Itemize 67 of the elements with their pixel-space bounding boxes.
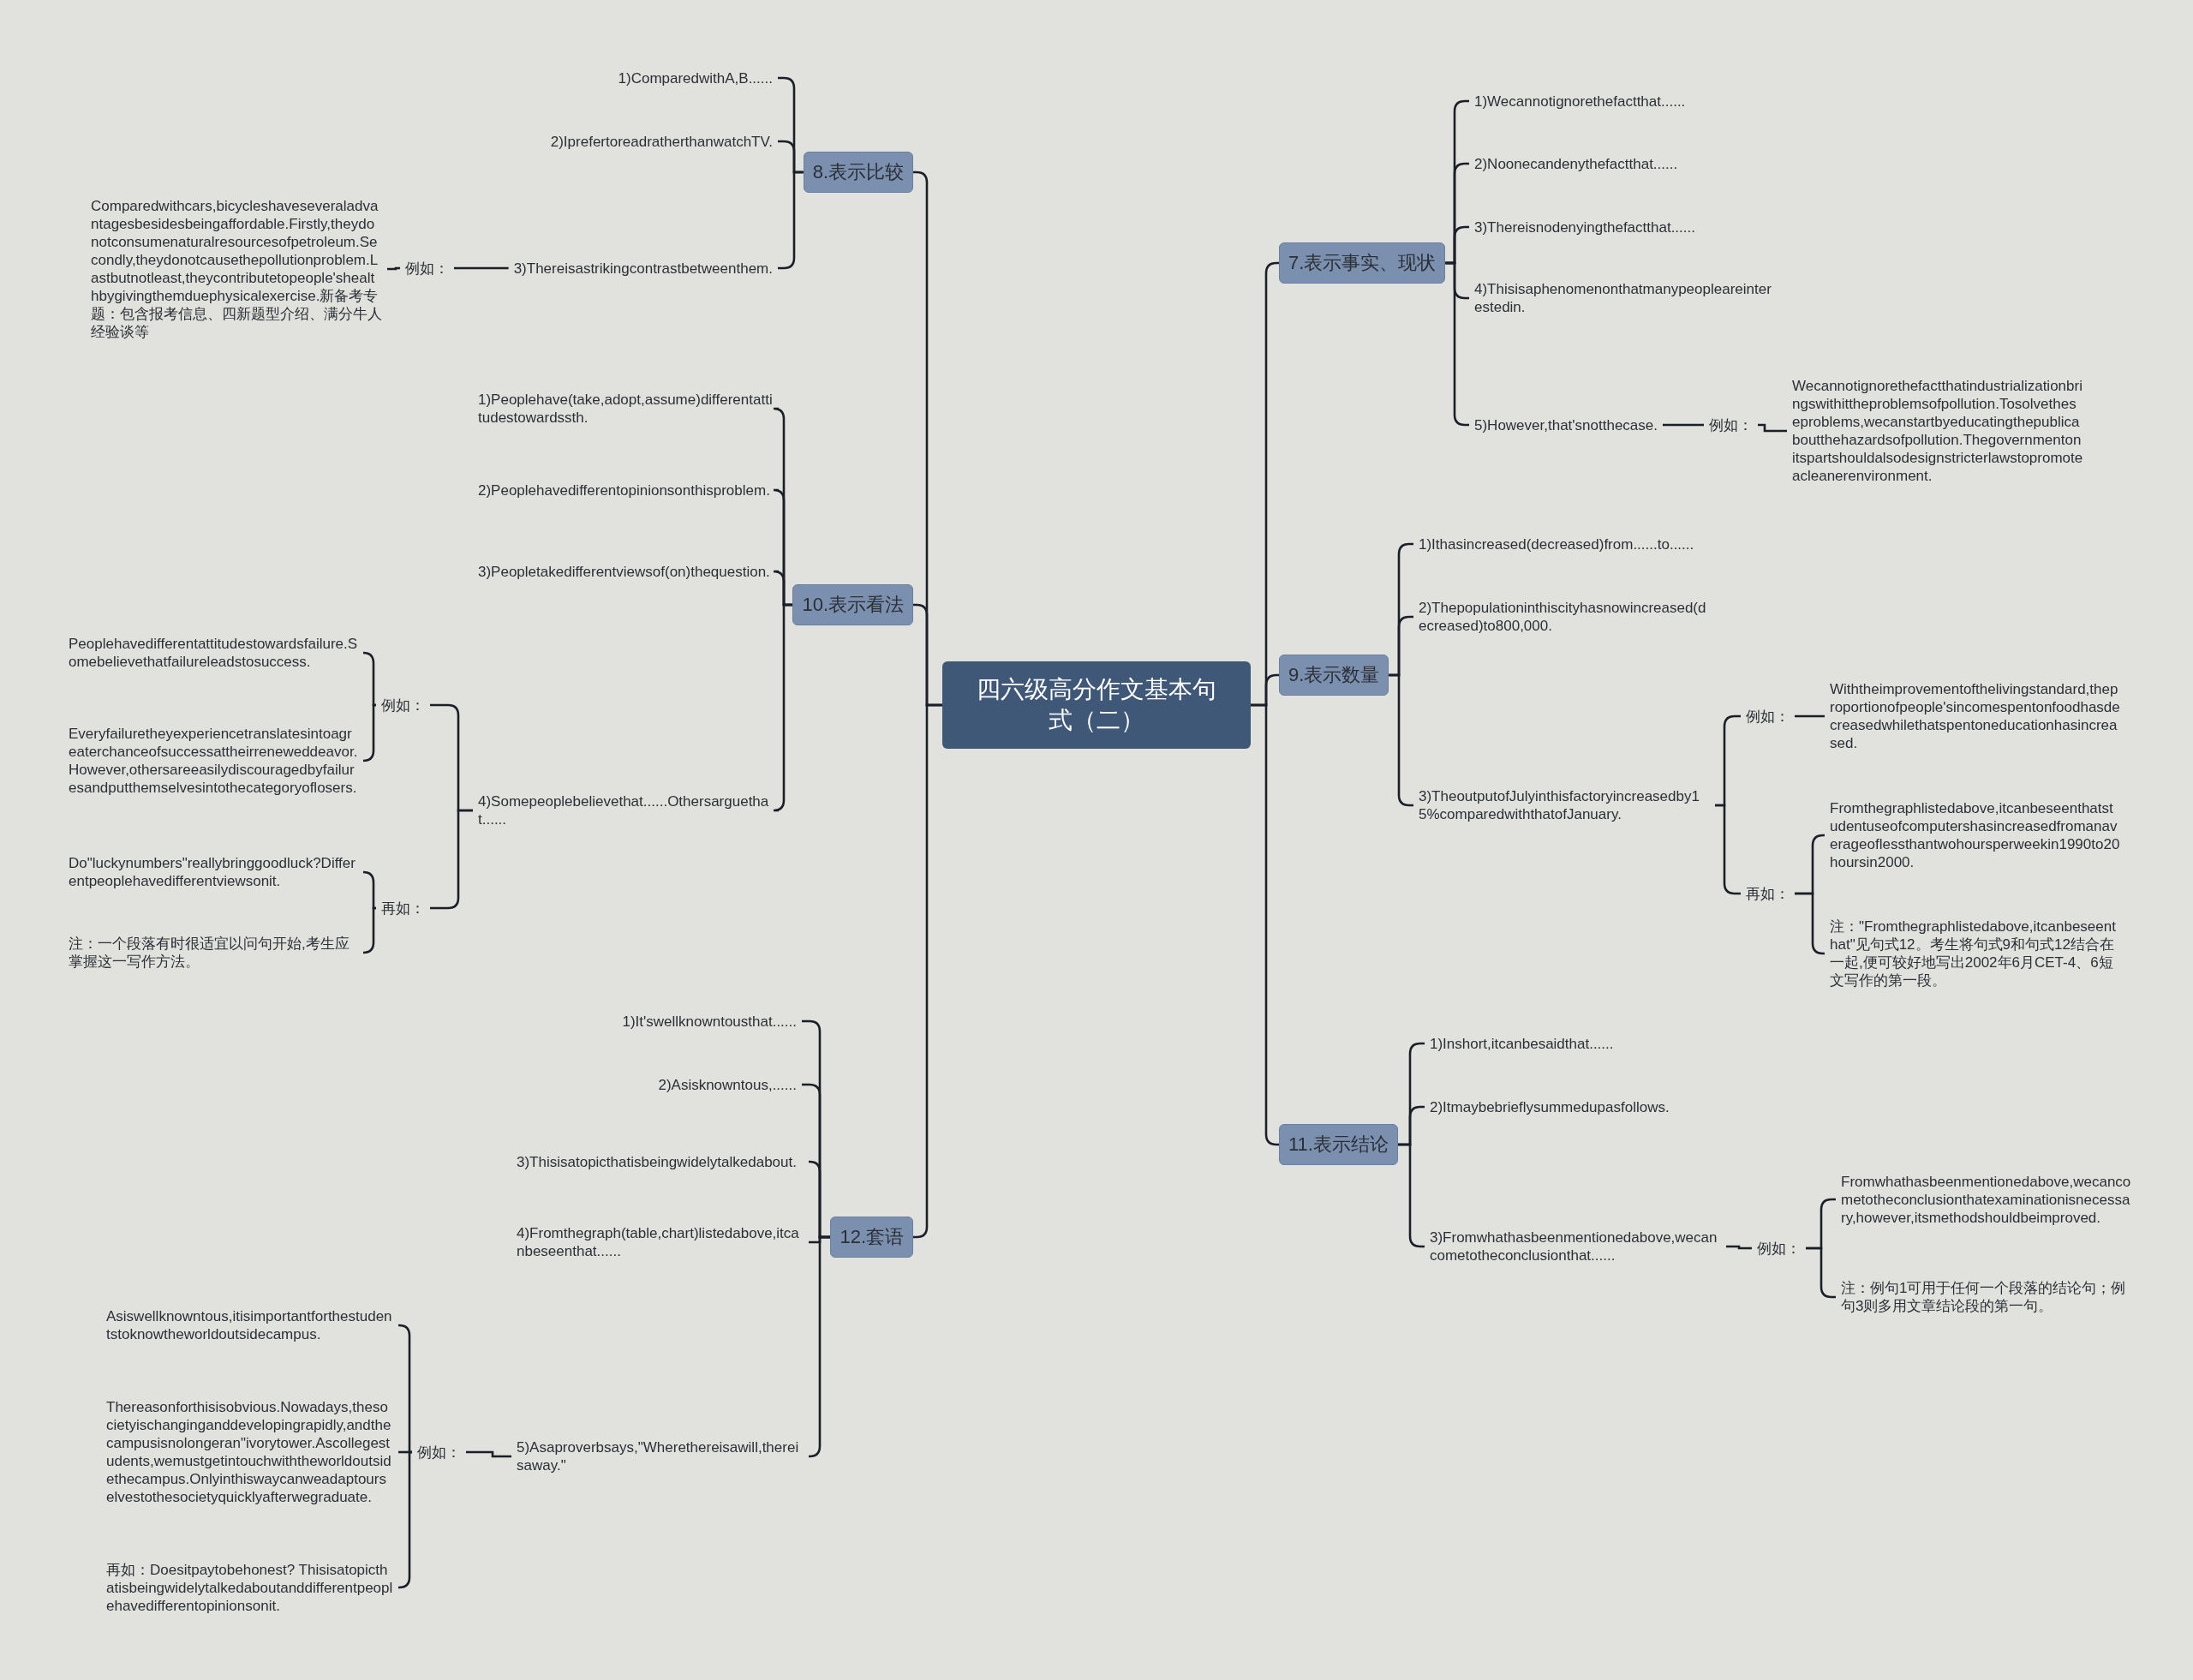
sentence-text: 3)Peopletakedifferentviewsof(on)thequestion. [473, 560, 779, 583]
example-label: 例如： [1752, 1237, 1806, 1259]
connector-line [1726, 1245, 1752, 1250]
sentence-text: 3)Fromwhathasbeenmentionedabove,wecancometotheconclusionthat...... [1425, 1227, 1726, 1266]
sentence-text: Asiswellknowntous,itisimportantforthestudentstoknowtheworldoutsidecampus. [101, 1306, 398, 1345]
sentence-text: 注：一个段落有时很适宜以问句开始,考生应掌握这一写作方法。 [63, 933, 365, 972]
connector-line [1795, 714, 1825, 718]
connector-line [1758, 423, 1787, 433]
sentence-text: 1)Inshort,itcanbesaidthat...... [1425, 1032, 1619, 1055]
example-label: 例如： [400, 257, 454, 279]
sentence-text: 注：例句1可用于任何一个段落的结论句；例句3则多用文章结论段的第一句。 [1836, 1277, 2137, 1317]
example-label: 例如： [1741, 705, 1795, 727]
connector-line [772, 603, 793, 812]
branch-topic-box: 12.套语 [830, 1217, 913, 1258]
example-label: 例如： [376, 694, 430, 716]
sentence-text: Comparedwithcars,bicycleshaveseveraladvantagesbesidesbeingaffordable.Firstly,theydonotconsumenaturalresourcesofpetroleum.Secondly,theydonotcausethepollutionproblem.Lastbutnotleast,theycontributetopeople'shealthbygivingthemduephysicalexercise.新备考专题：包含报考信息、四新题型介绍、满分牛人经验谈等 [86, 195, 387, 343]
sentence-text: 1)It'swellknowntousthat...... [617, 1010, 802, 1032]
connector-line [397, 1450, 412, 1589]
connector-line [362, 870, 376, 910]
sentence-text: 2)Thepopulationinthiscityhasnowincreased(decreased)to800,000. [1413, 597, 1715, 637]
connector-line [397, 1324, 412, 1454]
branch-topic-box: 7.表示事实、现状 [1279, 242, 1446, 284]
connector-line [387, 266, 400, 271]
sentence-text: 1)ComparedwithA,B...... [612, 67, 778, 89]
sentence-text: 5)Asaproverbsays,"Wherethereisawill,thereisaway." [511, 1437, 809, 1476]
branch-topic-box: 9.表示数量 [1279, 655, 1389, 696]
sentence-text: 4)Thisisaphenomenonthatmanypeopleareinterestedin. [1469, 278, 1779, 318]
branch-topic-box: 10.表示看法 [792, 584, 913, 625]
sentence-text: 2)Asisknowntous,...... [653, 1073, 802, 1096]
example-label: 再如： [376, 897, 430, 919]
sentence-text: Wecannotignorethefactthatindustrializationbringswithittheproblemsofpollution.Tosolvetheseproblems,wecanstartbyeducatingthepublicaboutthehazardsofpollution.Thegovernmentonitspartshouldalsodesignstricterlawstopromoteacleanerenvironment. [1787, 375, 2088, 487]
connector-line [362, 906, 376, 954]
sentence-text: 5)However,that'snotthecase. [1469, 414, 1663, 436]
example-label: 例如： [1704, 414, 1758, 436]
connector-line [454, 266, 509, 270]
sentence-text: 3)TheoutputofJulyinthisfactoryincreasedby15%comparedwiththatofJanuary. [1413, 786, 1715, 825]
root-topic-box: 四六级高分作文基本句式（二） [942, 661, 1251, 749]
sentence-text: 2)Itmaybebrieflysummedupasfollows. [1425, 1096, 1675, 1118]
connector-line [362, 651, 376, 707]
sentence-text: 2)IprefertoreadratherthanwatchTV. [545, 130, 778, 152]
sentence-text: 4)Somepeoplebelievethat......Othersarguethat...... [473, 791, 779, 830]
sentence-text: 3)Thisisatopicthatisbeingwidelytalkedabout. [511, 1151, 809, 1173]
sentence-text: Everyfailuretheyexperiencetranslatesintoagreaterchanceofsuccessattheirreneweddeavor.However,othersareeasilydiscouragedbyfailuresandputthemselvesintothecategoryoflosers. [63, 723, 365, 798]
sentence-text: Fromwhathasbeenmentionedabove,wecancometotheconclusionthatexaminationisnecessary,however,itsmethodshouldbeimproved. [1836, 1170, 2137, 1229]
sentence-text: 1)Wecannotignorethefactthat...... [1469, 90, 1691, 112]
example-label: 再如： [1741, 882, 1795, 905]
sentence-text: Withtheimprovementofthelivingstandard,theproportionofpeople'sincomespentonfoodhasdecreasedwhilethatspentoneducationhasincreased. [1825, 679, 2126, 754]
sentence-text: 2)Peoplehavedifferentopinionsonthisproblem. [473, 479, 779, 501]
sentence-text: 1)Peoplehave(take,adopt,assume)differentattitudestowardssth. [473, 389, 779, 428]
branch-topic-box: 8.表示比较 [803, 152, 913, 193]
sentence-text: 注："Fromthegraphlistedabove,itcanbeseenthat"见句式12。考生将句式9和句式12结合在一起,便可较好地写出2002年6月CET-4、6短文写作的第一段。 [1825, 916, 2126, 991]
example-label: 例如： [412, 1441, 466, 1463]
connector-line [362, 703, 376, 762]
sentence-text: Thereasonforthisisobvious.Nowadays,thesocietyischanginganddevelopingrapidly,andthecampusisnolongeran"ivorytower.Ascollegestudents,wemustgetintouchwiththeworldoutsidethecampus.Onlyinthiswaycanweadaptourselvestothesocietyquicklyafterwegraduate. [101, 1396, 398, 1508]
sentence-text: 3)Thereisastrikingcontrastbetweenthem. [508, 257, 778, 279]
sentence-text: 3)Thereisnodenyingthefactthat...... [1469, 216, 1700, 238]
sentence-text: 1)Ithasincreased(decreased)from......to...... [1413, 533, 1700, 555]
sentence-text: 2)Noonecandenythefactthat...... [1469, 152, 1683, 175]
sentence-text: Peoplehavedifferentattitudestowardsfailure.Somebelievethatfailureleadstosuccess. [63, 633, 365, 673]
connector-line [466, 1450, 511, 1458]
sentence-text: 再如：Doesitpaytobehonest? Thisisatopicthatisbeingwidelytalkedaboutanddifferentpeoplehavedifferentopinionsonit. [101, 1558, 398, 1617]
connector-line [1663, 423, 1704, 427]
connector-line [808, 1235, 831, 1458]
sentence-text: 4)Fromthegraph(table,chart)listedabove,itcanbeseenthat...... [511, 1223, 809, 1262]
sentence-text: Do"luckynumbers"reallybringgoodluck?Differentpeoplehavedifferentviewsonit. [63, 852, 365, 892]
sentence-text: Fromthegraphlistedabove,itcanbeseenthatstudentuseofcomputershasincreasedfromanaverageoflessthantwohoursperweekin1990to20hoursin2000. [1825, 798, 2126, 873]
branch-topic-box: 11.表示结论 [1279, 1124, 1398, 1165]
